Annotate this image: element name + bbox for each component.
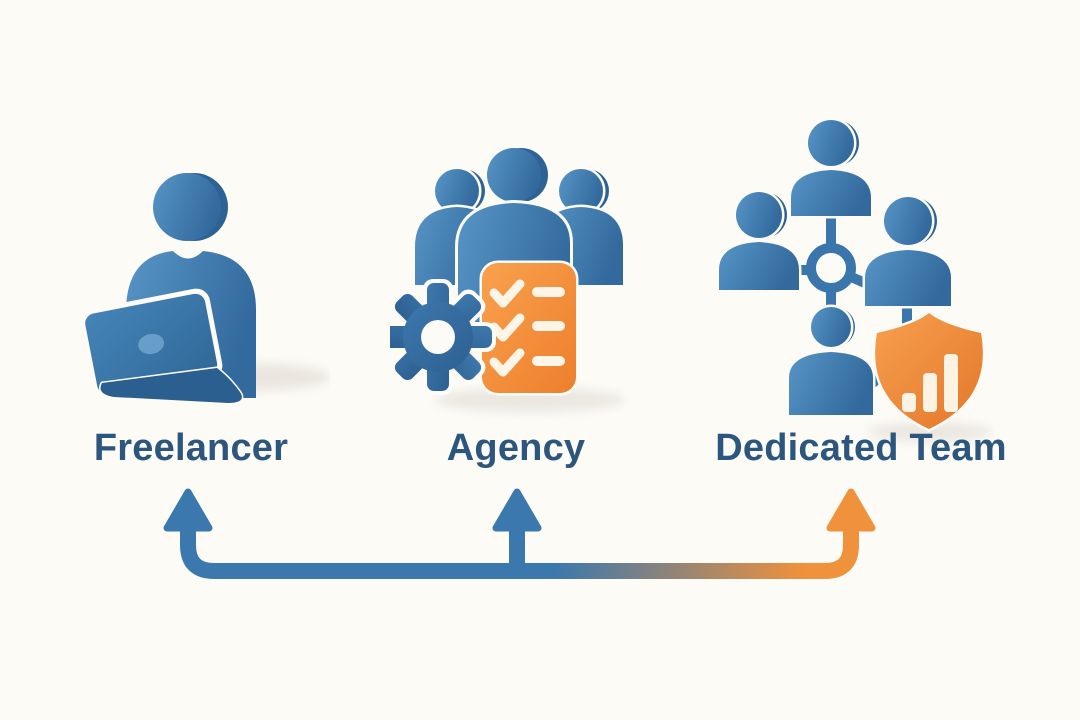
network-member-right bbox=[862, 194, 954, 309]
laptop-logo bbox=[138, 333, 165, 355]
freelancer-label: Freelancer bbox=[93, 427, 289, 469]
arrow-up-agency-icon bbox=[492, 488, 542, 532]
agency-label: Agency bbox=[446, 427, 586, 469]
network-member-top bbox=[788, 117, 874, 219]
arrow-up-dedicated-team-icon bbox=[826, 488, 876, 532]
freelancer-person-laptop-icon bbox=[80, 170, 330, 405]
freelancer-head bbox=[153, 173, 221, 241]
dedicated-team-label: Dedicated Team bbox=[715, 427, 1007, 469]
agency-shadow bbox=[435, 388, 625, 412]
network-hub-icon bbox=[806, 243, 856, 293]
laptop-base bbox=[99, 366, 244, 405]
checkmarks bbox=[489, 279, 525, 377]
arrow-up-freelancer-icon bbox=[163, 488, 213, 532]
progression-connector bbox=[163, 488, 876, 579]
checklist-lines bbox=[532, 287, 565, 366]
gear-hole bbox=[421, 320, 455, 354]
shield-chart-icon bbox=[872, 309, 986, 432]
gear-icon bbox=[390, 279, 496, 395]
bar-chart-icon bbox=[902, 354, 958, 412]
network-member-bottom bbox=[786, 304, 876, 418]
dedicated-team-network-shield-chart-icon bbox=[716, 117, 992, 442]
agency-team-gear-checklist-icon bbox=[390, 145, 626, 412]
network-member-left bbox=[716, 189, 802, 293]
checklist-icon bbox=[479, 260, 579, 396]
team-shadow bbox=[868, 422, 992, 442]
